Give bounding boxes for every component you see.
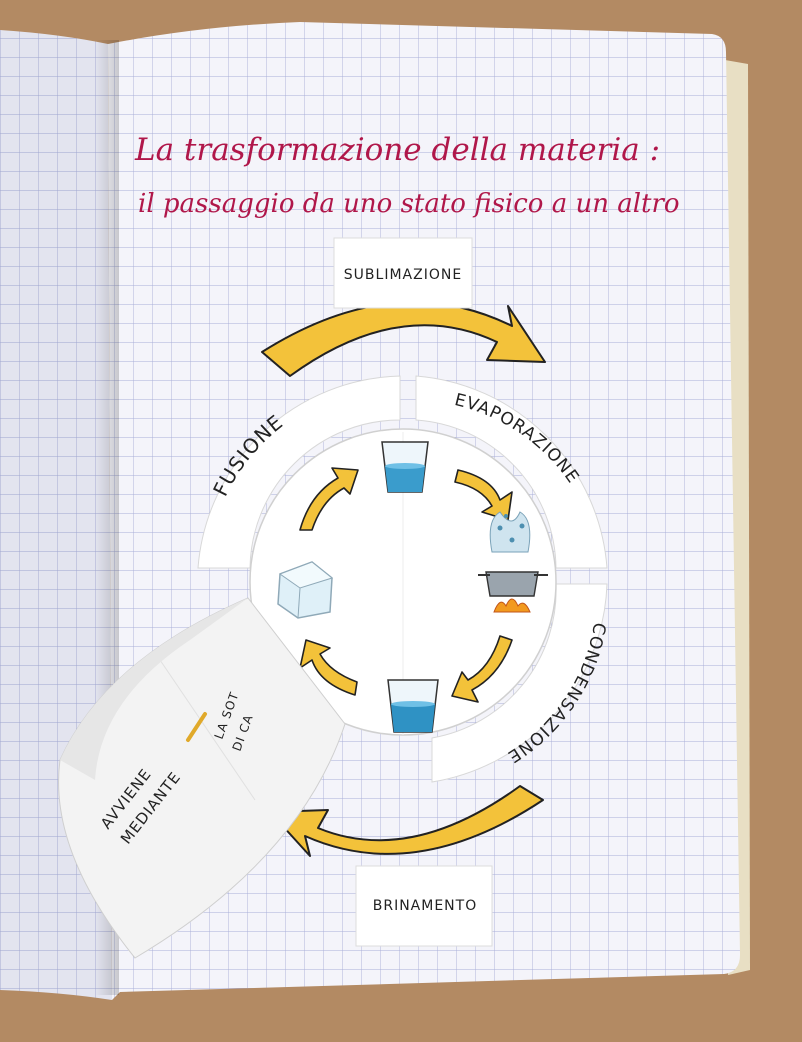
folded-flap: AVVIENE MEDIANTE LA SOT DI CA xyxy=(58,597,346,959)
page-title: La trasformazione della materia : il pas… xyxy=(134,132,680,219)
fusion-segment xyxy=(197,375,401,569)
cycle-arrow-bottom-right-icon xyxy=(451,635,513,703)
sublimation-card: SUBLIMAZIONE xyxy=(333,237,473,309)
boiling-pot-icon xyxy=(478,511,548,613)
title-line-2: il passaggio da uno stato fisico a un al… xyxy=(138,189,680,219)
ice-cube-icon xyxy=(277,561,334,619)
cycle-arrow-top-left-icon xyxy=(299,467,359,531)
cycle-arrow-bottom-left-icon xyxy=(299,639,358,696)
sublimation-label: SUBLIMAZIONE xyxy=(344,267,462,283)
title-line-1: La trasformazione della materia : xyxy=(134,132,660,168)
frosting-card: BRINAMENTO xyxy=(355,865,493,947)
outer-ring xyxy=(197,375,608,783)
frosting-label: BRINAMENTO xyxy=(373,898,477,914)
evaporation-segment xyxy=(415,375,608,569)
small-arrow-icon xyxy=(186,712,207,742)
glass-of-water-icon xyxy=(381,441,429,493)
sublimation-arrow-icon xyxy=(261,301,546,377)
glass-of-water-icon xyxy=(387,679,439,733)
condensation-segment xyxy=(431,583,608,783)
